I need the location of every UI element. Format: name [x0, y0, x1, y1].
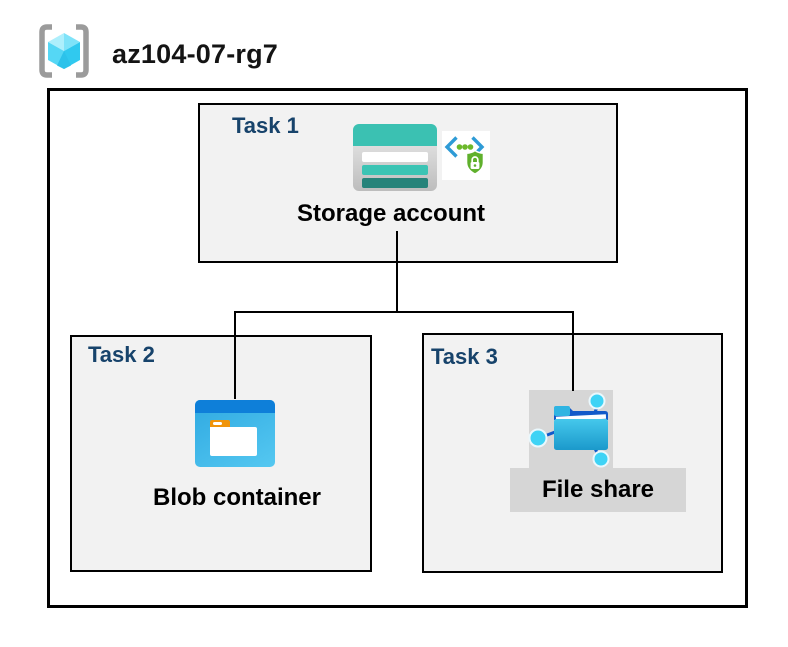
file-share-label: File share — [541, 476, 655, 503]
file-share-icon — [528, 392, 610, 468]
secure-access-icon — [442, 131, 490, 180]
task1-box: Task 1 Storage account — [198, 103, 618, 263]
resource-group-icon — [39, 24, 89, 78]
blob-container-icon — [195, 400, 275, 467]
storage-icon-bar-dark-teal — [362, 178, 428, 188]
resource-group-boundary: Task 1 Storage account T — [47, 88, 748, 608]
share-node-bottom — [592, 450, 610, 468]
folder-tab-dash — [213, 422, 222, 425]
file-share-icon-highlight — [528, 390, 613, 470]
folder-icon — [210, 427, 257, 456]
storage-icon-bar-white — [362, 152, 428, 162]
task2-label: Task 2 — [88, 342, 155, 367]
connector-to-file-share — [572, 311, 574, 391]
file-share-label-highlight: File share — [510, 468, 686, 512]
connector-to-blob — [234, 311, 236, 399]
connector-storage-stem — [396, 231, 398, 313]
resource-group-name: az104-07-rg7 — [112, 39, 278, 69]
storage-icon-bar-teal — [362, 165, 428, 175]
storage-account-label: Storage account — [296, 200, 486, 227]
task3-label: Task 3 — [431, 344, 498, 369]
connector-branch-bar — [234, 311, 574, 313]
blob-container-label: Blob container — [152, 484, 321, 511]
blob-icon-header-band — [195, 400, 275, 413]
folder-tab-icon — [210, 420, 230, 429]
task1-label: Task 1 — [232, 113, 299, 138]
task2-box: Task 2 Blob container — [70, 335, 372, 572]
storage-account-icon — [353, 124, 437, 191]
share-node-top — [588, 392, 606, 410]
share-node-left — [528, 428, 548, 448]
storage-icon-header-band — [353, 124, 437, 146]
